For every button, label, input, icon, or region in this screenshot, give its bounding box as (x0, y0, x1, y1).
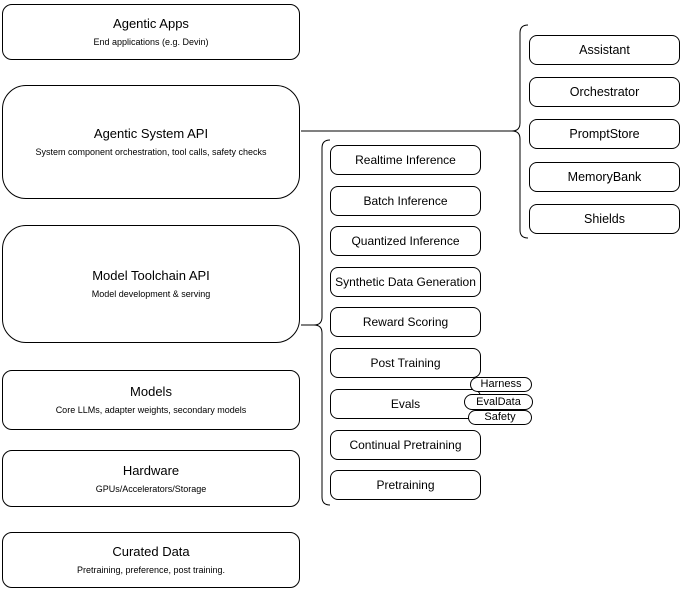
box-title: Agentic Apps (113, 16, 189, 31)
box-title: Agentic System API (93, 126, 209, 141)
toolchain-item-post-training: Post Training (330, 348, 481, 378)
box-hardware: Hardware GPUs/Accelerators/Storage (2, 450, 300, 507)
toolchain-item-label: Quantized Inference (351, 234, 460, 248)
eval-tag-evaldata: EvalData (464, 394, 533, 410)
box-subtitle: Pretraining, preference, post training. (76, 565, 226, 575)
component-memorybank: MemoryBank (529, 162, 680, 192)
toolchain-item-label: Evals (390, 397, 421, 411)
eval-tag-safety: Safety (468, 410, 532, 425)
toolchain-item-label: Synthetic Data Generation (335, 275, 476, 289)
box-subtitle: System component orchestration, tool cal… (35, 147, 267, 157)
box-subtitle: End applications (e.g. Devin) (93, 37, 209, 47)
toolchain-item-label: Pretraining (376, 478, 435, 492)
toolchain-item-label: Realtime Inference (355, 153, 456, 167)
box-title: Models (130, 384, 172, 399)
toolchain-item-synthetic-data-generation: Synthetic Data Generation (330, 267, 481, 297)
toolchain-item-pretraining: Pretraining (330, 470, 481, 500)
toolchain-brace (313, 139, 331, 506)
box-title: Model Toolchain API (92, 268, 210, 283)
component-label: Shields (584, 212, 625, 226)
toolchain-item-reward-scoring: Reward Scoring (330, 307, 481, 337)
components-brace (511, 24, 529, 239)
box-subtitle: Core LLMs, adapter weights, secondary mo… (55, 405, 247, 415)
toolchain-item-continual-pretraining: Continual Pretraining (330, 430, 481, 460)
component-label: Orchestrator (569, 85, 640, 99)
box-agentic-system-api: Agentic System API System component orch… (2, 85, 300, 199)
component-promptstore: PromptStore (529, 119, 680, 149)
eval-tag-label: EvalData (476, 395, 521, 408)
toolchain-item-label: Reward Scoring (362, 315, 449, 329)
component-label: Assistant (579, 43, 630, 57)
eval-tag-label: Harness (480, 378, 522, 390)
eval-tag-harness: Harness (470, 377, 532, 392)
box-models: Models Core LLMs, adapter weights, secon… (2, 370, 300, 430)
toolchain-item-label: Post Training (370, 356, 441, 370)
eval-tag-label: Safety (484, 411, 516, 423)
component-label: MemoryBank (567, 170, 642, 184)
toolchain-item-label: Continual Pretraining (349, 438, 462, 452)
box-agentic-apps: Agentic Apps End applications (e.g. Devi… (2, 4, 300, 60)
component-shields: Shields (529, 204, 680, 234)
box-title: Hardware (122, 462, 180, 478)
box-title: Curated Data (112, 544, 190, 559)
component-assistant: Assistant (529, 35, 680, 65)
box-subtitle: GPUs/Accelerators/Storage (95, 483, 207, 494)
toolchain-item-realtime-inference: Realtime Inference (330, 145, 481, 175)
box-curated-data: Curated Data Pretraining, preference, po… (2, 532, 300, 588)
toolchain-item-batch-inference: Batch Inference (330, 186, 481, 216)
box-model-toolchain-api: Model Toolchain API Model development & … (2, 225, 300, 343)
component-orchestrator: Orchestrator (529, 77, 680, 107)
box-subtitle: Model development & serving (91, 289, 211, 299)
toolchain-item-label: Batch Inference (363, 194, 448, 208)
component-label: PromptStore (569, 127, 640, 141)
toolchain-item-quantized-inference: Quantized Inference (330, 226, 481, 256)
toolchain-item-evals: Evals (330, 389, 481, 419)
